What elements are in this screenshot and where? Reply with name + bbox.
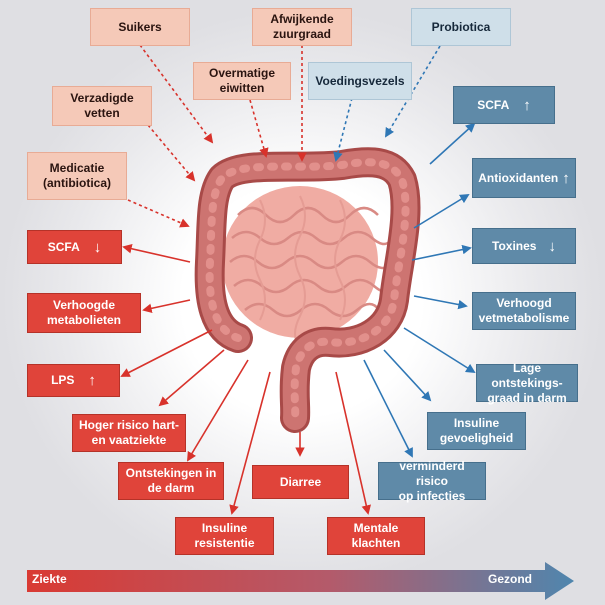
effect-lps-up-label: LPS	[51, 373, 75, 387]
cause-verzadigde-vetten: Verzadigde vetten	[52, 86, 152, 126]
small-intestine	[222, 186, 396, 347]
arrow-down-icon: ↓	[93, 238, 102, 256]
arrow-down-icon: ↓	[548, 237, 556, 255]
effect-insuline-gevoeligheid: Insuline gevoeligheid	[427, 412, 526, 450]
scale-arrow	[27, 562, 574, 600]
effect-verhoogde-metabolieten: Verhoogde metabolieten	[27, 293, 141, 333]
scale-left-label: Ziekte	[32, 572, 67, 586]
effect-scfa-up-label: SCFA	[477, 97, 510, 112]
cause-arrows	[127, 44, 441, 228]
effect-ontstekingsgraad: Lage ontstekings- graad in darm	[476, 361, 578, 405]
cause-probiotica: Probiotica	[411, 8, 511, 46]
effect-diarree: Diarree	[252, 465, 349, 499]
cause-afwijkende-zuurgraad: Afwijkende zuurgraad	[252, 8, 352, 46]
health-arrows	[363, 122, 476, 458]
effect-insuline-resistentie: Insuline resistentie	[175, 517, 274, 555]
effect-vetmetabolisme: Verhoogd vetmetabolisme	[472, 292, 576, 330]
large-intestine	[194, 147, 421, 433]
effect-scfa-down: SCFA ↓	[27, 230, 122, 264]
effect-scfa-down-label: SCFA	[47, 239, 80, 254]
effect-toxines-down: Toxines ↓	[472, 228, 576, 264]
effect-infecties: verminderd risico op infecties	[378, 459, 486, 503]
effect-toxines-down-label: Toxines	[492, 238, 537, 253]
arrow-up-icon: ↑	[88, 372, 96, 389]
effect-ontstekingen: Ontstekingen in de darm	[118, 462, 224, 500]
disease-arrows	[120, 244, 371, 515]
cause-overmatige-eiwitten: Overmatige eiwitten	[193, 62, 291, 100]
effect-hart-vaatziekte: Hoger risico hart- en vaatziekte	[72, 414, 186, 452]
cause-medicatie: Medicatie (antibiotica)	[27, 152, 127, 200]
effect-mentale-klachten: Mentale klachten	[327, 517, 425, 555]
effect-antioxidanten-up: Antioxidanten ↑	[472, 158, 576, 198]
arrow-up-icon: ↑	[562, 169, 570, 187]
effect-scfa-up: SCFA ↑	[453, 86, 555, 124]
scale-right-label: Gezond	[488, 572, 532, 586]
effect-antioxidanten-up-label: Antioxidanten	[478, 170, 559, 185]
cause-suikers: Suikers	[90, 8, 190, 46]
effect-lps-up: LPS ↑	[27, 364, 120, 397]
arrow-up-icon: ↑	[523, 96, 531, 114]
cause-voedingsvezels: Voedingsvezels	[308, 62, 412, 100]
